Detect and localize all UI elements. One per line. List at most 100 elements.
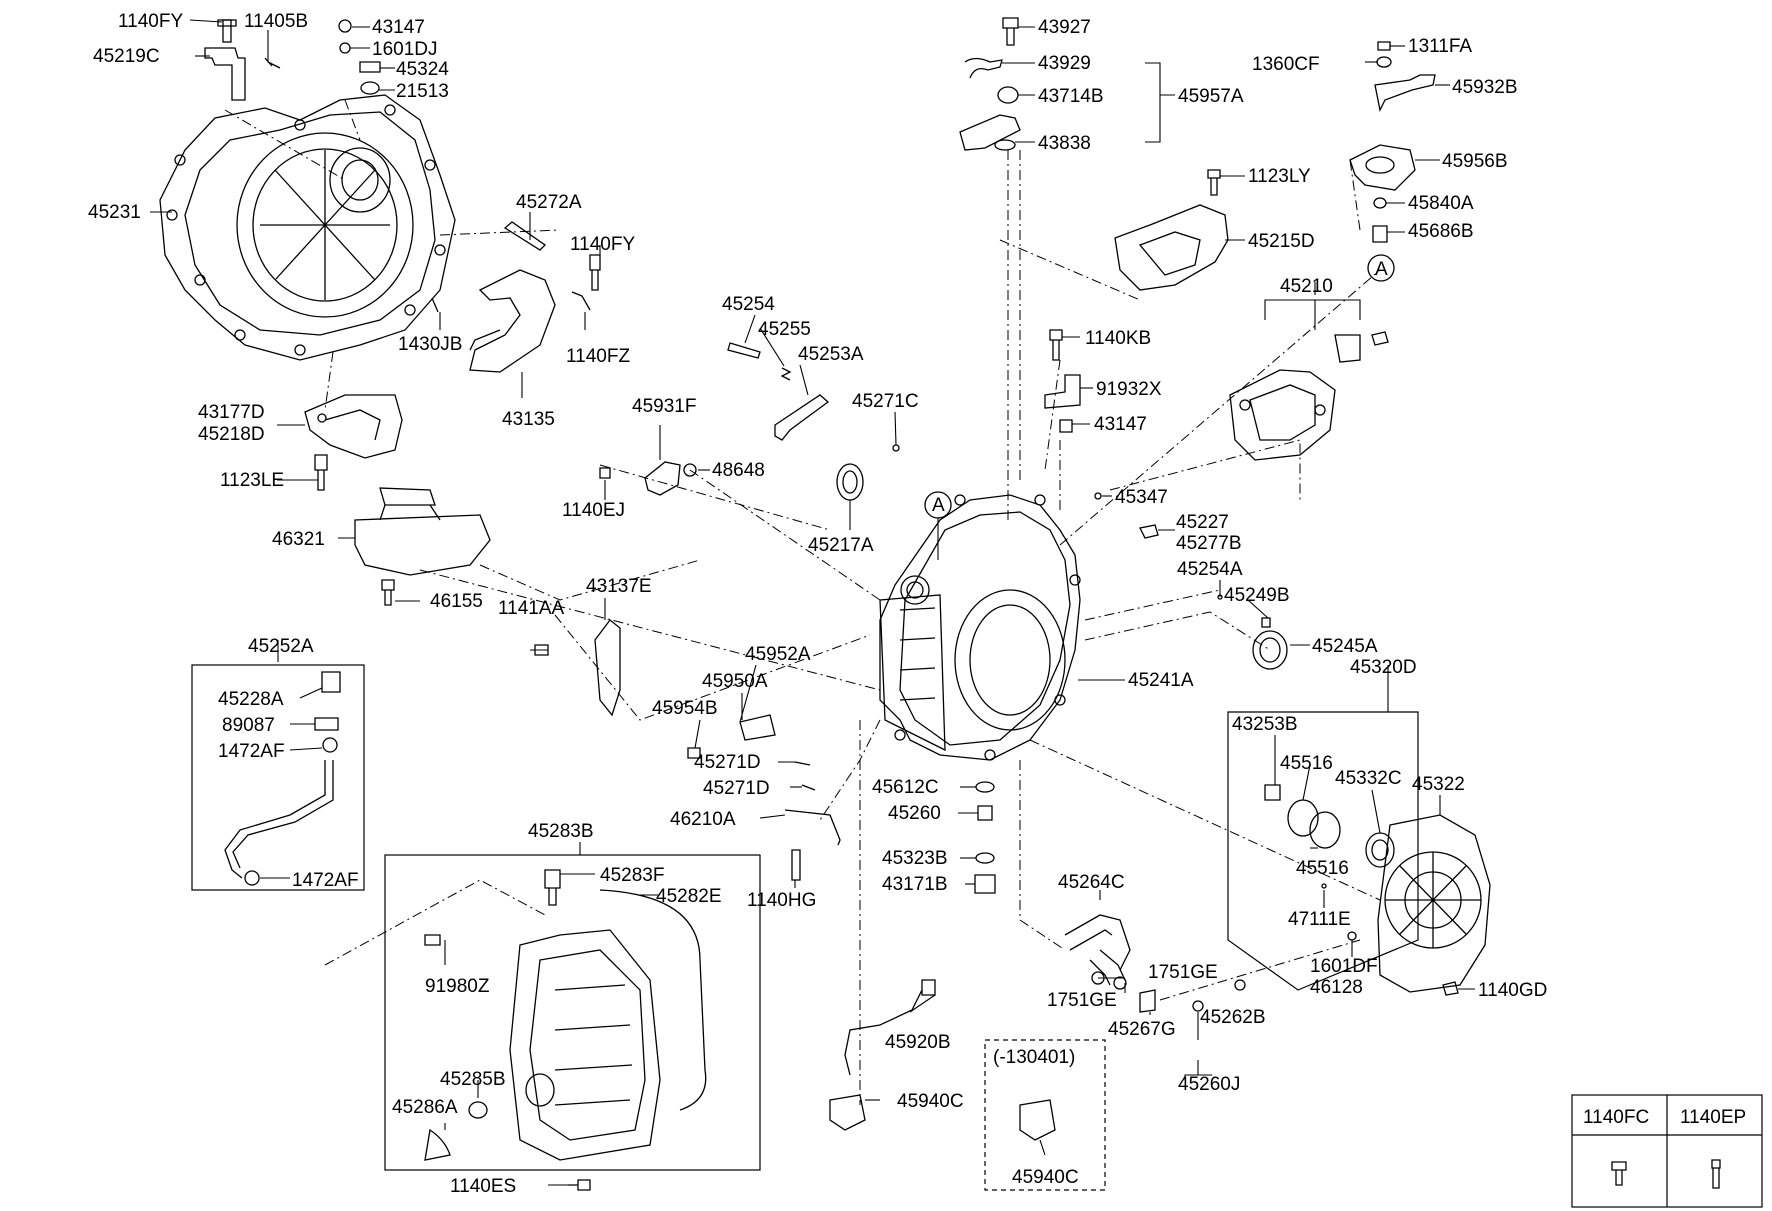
label-45271d: 45271D [694,752,761,773]
label-1751ge: 1751GE [1148,962,1218,983]
label-45320d: 45320D [1350,657,1417,678]
label-43137e: 43137E [586,576,652,597]
label-45283f: 45283F [600,865,664,886]
seal-45840a [1373,197,1387,209]
pin-1430jb [431,297,439,313]
pin-47111e [1321,883,1327,889]
pin-45272a [503,221,547,251]
label-45218d: 45218D [198,424,265,445]
bracket-45218d [304,394,403,459]
fitting-89087 [314,717,339,731]
label-43177d: 43177D [198,402,265,423]
label-1430jb: 1430JB [398,334,462,355]
cable-45920b [844,989,923,1076]
label-45324: 45324 [396,59,449,80]
label-45952a: 45952A [745,644,811,665]
label-11405b: 11405B [244,11,308,32]
label-1140fz: 1140FZ [566,346,630,367]
part-labels: 1140FY 11405B 43147 1601DJ 45324 21513 4… [88,11,1547,1197]
label-89087: 89087 [222,715,275,736]
plug-45283f [544,869,561,906]
plug-1601df [1347,931,1357,941]
label-46210a: 46210A [670,809,736,830]
seal-1751ge-b [1113,976,1127,990]
label-43714b: 43714B [1038,86,1104,107]
label-45323b: 45323B [882,848,948,869]
sensor-45940c [829,1094,866,1131]
bracket-45215d [1114,204,1229,291]
label-45262b: 45262B [1200,1007,1266,1028]
label-46128: 46128 [1310,977,1363,998]
label-43147-b: 43147 [1094,414,1147,435]
label-45612c: 45612C [872,777,939,798]
label-1472af-b: 1472AF [292,870,359,891]
cover-43137e [594,619,621,717]
oil-seal-45332c [1365,832,1395,868]
bearing-43253b [1264,784,1281,801]
label-45255: 45255 [758,319,811,340]
washer-1360cf [1376,56,1392,68]
label-1751ge-b: 1751GE [1047,990,1117,1011]
switch-45956b [1349,144,1416,191]
label-45272a: 45272A [516,192,582,213]
bolt-1140kb [1049,329,1063,361]
bolt-45954b [687,747,701,759]
bolt-1140fy [589,254,601,291]
label-1123ly: 1123LY [1248,166,1311,187]
assembly-lines [224,99,1381,1105]
label-43171b: 43171B [882,874,948,895]
label-43253b: 43253B [1232,714,1298,735]
label-1140ej: 1140EJ [562,500,625,521]
label-45219c: 45219C [93,46,160,67]
label-1123le: 1123LE [220,470,284,491]
label-45252a: 45252A [248,636,314,657]
washer-21513 [360,81,380,95]
label-1140kb: 1140KB [1085,328,1151,349]
leader-lines [150,19,1475,1186]
oil-pan-box [384,854,761,1171]
lever-45932b [1374,74,1436,112]
bolt-1140hg [791,849,801,881]
sensor-45940c-b [1019,1099,1056,1141]
clamp-1472af-b [244,870,260,886]
label-45267g: 45267G [1108,1019,1176,1040]
bolt-1140fc-icon [1611,1161,1627,1186]
clip-45286a [424,1128,451,1161]
label-45245a: 45245A [1312,636,1378,657]
bolt-91980z [424,934,441,946]
label-1140fy-b: 1140FY [570,234,635,255]
fastener-legend-table: 1140FC 1140EP [1571,1094,1763,1208]
hose-kit-box [191,664,365,891]
label-45920b: 45920B [885,1032,951,1053]
label-45516: 45516 [1280,753,1333,774]
transaxle-case-45241a [879,494,1081,761]
bolt-46155 [381,579,395,606]
label-45253a: 45253A [798,344,864,365]
lever-45253a [774,394,830,441]
label-45322: 45322 [1412,774,1465,795]
label-1601dj: 1601DJ [372,39,438,60]
bolt-1123le [314,454,328,491]
label-1140gd: 1140GD [1478,980,1547,1001]
label-45249b: 45249B [1224,585,1290,606]
label-45840a: 45840A [1408,193,1474,214]
plug-43171b [974,874,996,894]
plug-45686b [1372,225,1388,243]
label-45260j: 45260J [1178,1074,1240,1095]
label-45516-b: 45516 [1296,858,1349,879]
washer-45612c [975,781,995,793]
label-45940c: 45940C [897,1091,964,1112]
bracket-45931f [644,461,681,496]
spring-45255 [780,367,792,381]
fitting-45228a [321,671,341,693]
label-45932b: 45932B [1452,77,1518,98]
bolt-1140gd [1442,981,1459,996]
seal-43714b [997,86,1019,104]
nut-1311fa [1377,41,1391,51]
converter-housing [159,94,456,361]
label-45954b: 45954B [652,698,718,719]
bolt-11405b [264,57,281,69]
bolt-1140ep-icon [1711,1159,1721,1189]
bolt-1140es [568,1179,591,1191]
